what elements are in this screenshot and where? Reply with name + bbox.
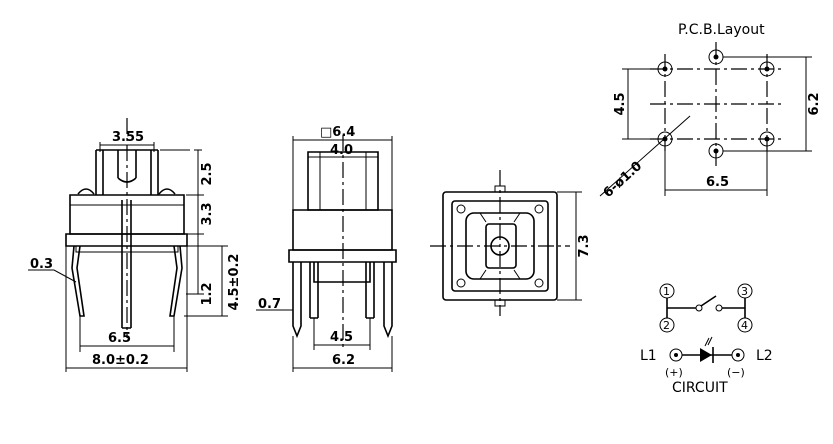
pin-2: 2	[663, 319, 670, 332]
dim-pcb-6-2: 6.2	[807, 92, 822, 115]
dim-6-5-side: 6.5	[108, 331, 131, 346]
pcb-layout-title: P.C.B.Layout	[678, 22, 765, 38]
circuit-title: CIRCUIT	[672, 380, 728, 396]
dim-4-5-tol: 4.5±0.2	[227, 254, 242, 311]
dim-0-3: 0.3	[30, 257, 53, 272]
label-l1: L1	[640, 348, 657, 364]
dim-pcb-6-5: 6.5	[706, 175, 729, 190]
dim-0-7: 0.7	[258, 297, 281, 312]
dim-2-5: 2.5	[200, 162, 215, 185]
front-view: □6.4 4.0 0.7 4.5 6.2	[256, 125, 397, 372]
dim-8-0-tol: 8.0±0.2	[92, 353, 149, 368]
pcb-layout: P.C.B.Layout 4.5 6.2 6.5 6-ø1.0	[599, 22, 822, 201]
top-view: 7.3	[430, 170, 592, 316]
dim-pcb-hole: 6-ø1.0	[601, 159, 646, 201]
pin-4: 4	[741, 319, 748, 332]
dim-1-2: 1.2	[200, 282, 215, 305]
circuit: 1 3 2 4 L1 L2 (+) (−) CIRCUIT	[640, 283, 773, 396]
dim-3-55: 3.55	[112, 130, 144, 145]
dim-3-3: 3.3	[200, 202, 215, 225]
side-view: 3.55 2.5 3.3 1.2 4.5±0.2 0.3 6.5 8.0±0.2	[28, 118, 242, 372]
dim-pcb-4-5: 4.5	[613, 92, 628, 115]
label-l2: L2	[756, 348, 773, 364]
dim-body-6-4: □6.4	[320, 125, 355, 140]
dim-6-2-front: 6.2	[332, 353, 355, 368]
dim-cap-4-0: 4.0	[330, 143, 353, 158]
label-plus: (+)	[665, 366, 683, 379]
label-minus: (−)	[727, 366, 745, 379]
pin-3: 3	[741, 285, 748, 298]
pin-1: 1	[663, 285, 670, 298]
dim-4-5-front: 4.5	[330, 330, 353, 345]
dim-7-3: 7.3	[577, 234, 592, 257]
